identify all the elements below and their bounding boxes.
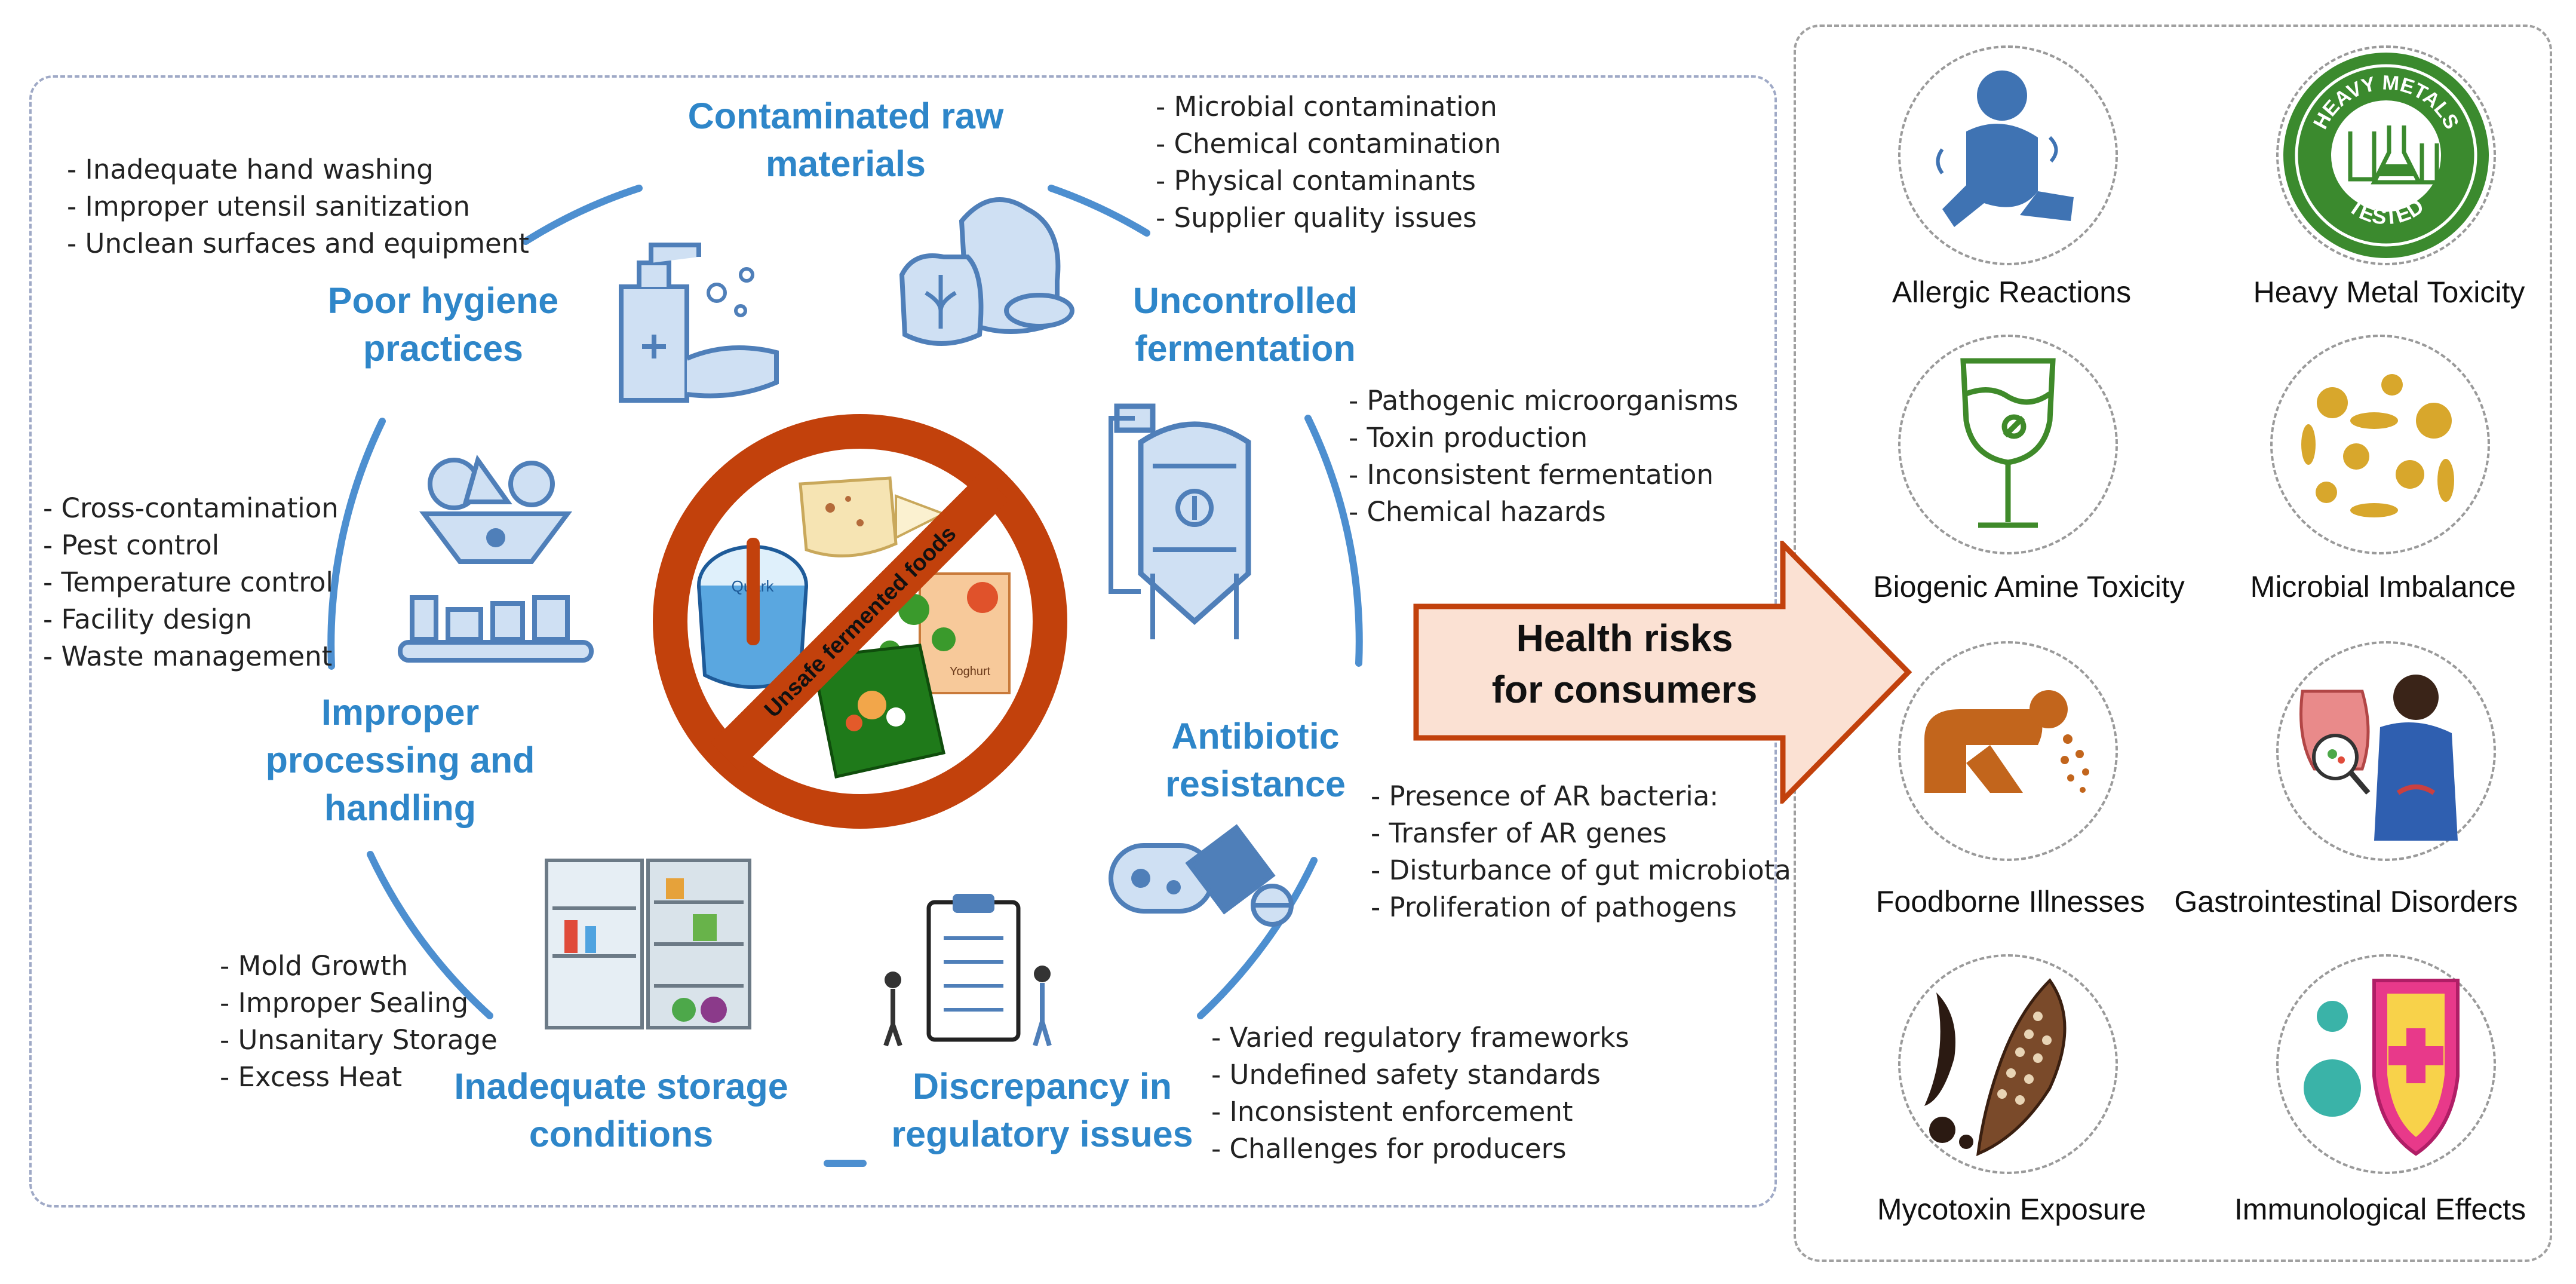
risk-label-immunological-effects: Immunological Effects (2234, 1193, 2526, 1226)
antibiotic-pills-bacteria-icon (1109, 824, 1294, 927)
ring-arc-right-upper (1304, 415, 1363, 667)
list-item: - Challenges for producers (1211, 1133, 1567, 1165)
list-item: - Inconsistent fermentation (1349, 459, 1714, 491)
svg-text:Yoghurt: Yoghurt (950, 665, 991, 678)
heading-poor-hygiene: Poor hygiene practices (327, 280, 559, 369)
health-risks-arrow (1413, 541, 1912, 804)
list-item: - Inconsistent enforcement (1211, 1096, 1573, 1127)
stomach-pain-icon (2299, 675, 2458, 841)
list-item: - Chemical hazards (1349, 496, 1606, 528)
list-item: - Chemical contamination (1156, 128, 1502, 160)
list-item: - Temperature control (43, 566, 333, 598)
risk-circle-biogenic-amine-toxicity (1898, 335, 2118, 554)
list-item: - Pest control (43, 529, 220, 561)
immune-shield-icon (2304, 979, 2460, 1156)
list-antibiotic-resistance: - Presence of AR bacteria: - Transfer of… (1371, 778, 1791, 926)
heading-antibiotic-resistance: Antibiotic resistance (1165, 716, 1346, 804)
compliance-clipboard-icon (883, 894, 1052, 1047)
unsafe-fermented-foods-ban: Quark Yoghurt Unsafe fermented foods (653, 414, 1067, 829)
risk-label-biogenic-amine-toxicity: Biogenic Amine Toxicity (1873, 570, 2185, 603)
risk-label-heavy-metal-toxicity: Heavy Metal Toxicity (2253, 275, 2525, 309)
list-item: - Undefined safety standards (1211, 1059, 1601, 1090)
list-item: - Cross-contamination (43, 492, 339, 524)
risk-circle-immunological-effects (2276, 954, 2496, 1174)
heading-improper-processing: Improper processing and handling (265, 692, 535, 828)
list-item: - Toxin production (1349, 422, 1588, 453)
heading-inadequate-storage: Inadequate storage conditions (454, 1066, 788, 1154)
risk-circle-foodborne-illnesses (1898, 641, 2118, 861)
wine-glass-icon (1960, 358, 2056, 528)
list-item: - Unsanitary Storage (220, 1024, 498, 1056)
yoghurt-carton-icon: Yoghurt (919, 572, 1011, 694)
list-item: - Improper utensil sanitization (67, 191, 471, 222)
cheese-icon (799, 476, 947, 557)
list-improper-processing: - Cross-contamination - Pest control - T… (43, 490, 339, 675)
microbes-icon (2301, 374, 2454, 517)
ring-arc-right-lower (1197, 857, 1318, 1019)
list-item: - Presence of AR bacteria: (1371, 780, 1719, 812)
list-item: - Pathogenic microorganisms (1349, 385, 1739, 416)
heading-discrepancy-regulatory: Discrepancy in regulatory issues (891, 1066, 1193, 1154)
risk-circle-microbial-imbalance (2270, 335, 2490, 554)
list-item: - Proliferation of pathogens (1371, 891, 1737, 923)
list-item: - Microbial contamination (1156, 91, 1497, 122)
list-item: - Unclean surfaces and equipment (67, 228, 529, 259)
open-refrigerator-icon (545, 859, 751, 1029)
moldy-corn-icon (1924, 978, 2067, 1157)
ring-arc-left-lower (367, 851, 493, 1019)
heading-uncontrolled-fermentation: Uncontrolled fermentation (1132, 280, 1358, 369)
list-item: - Inadequate hand washing (67, 154, 434, 185)
kimchi-bag-icon (810, 643, 945, 779)
risk-label-gastrointestinal-disorders: Gastrointestinal Disorders (2174, 885, 2518, 918)
risk-label-microbial-imbalance: Microbial Imbalance (2250, 570, 2516, 603)
list-item: - Waste management (43, 641, 333, 672)
heading-contaminated-raw-materials: Contaminated raw materials (687, 96, 1004, 184)
list-item: - Physical contaminants (1156, 165, 1476, 197)
health-risks-label: Health risks for consumers (1491, 617, 1758, 711)
flour-sacks-icon (899, 197, 1074, 346)
list-item: - Facility design (43, 603, 252, 635)
vomiting-person-icon (1924, 690, 2089, 793)
ring-arc-top-left (522, 185, 643, 245)
heavy-metals-badge-icon: HEAVY METALS TESTED (2283, 53, 2489, 258)
list-contaminated-raw-materials: - Microbial contamination - Chemical con… (1156, 88, 1501, 237)
risk-label-allergic-reactions: Allergic Reactions (1892, 275, 2132, 309)
list-item: - Supplier quality issues (1156, 202, 1477, 234)
fermentation-tank-icon (1109, 403, 1251, 639)
list-item: - Mold Growth (220, 950, 409, 982)
ring-arc-left-upper (327, 418, 386, 670)
risk-circle-heavy-metal-toxicity: HEAVY METALS TESTED (2276, 45, 2496, 265)
list-item: - Varied regulatory frameworks (1211, 1022, 1629, 1053)
quark-tub-icon: Quark (697, 538, 808, 689)
allergy-person-icon (1936, 71, 2074, 227)
risk-label-foodborne-illnesses: Foodborne Illnesses (1875, 885, 2145, 918)
list-item: - Disturbance of gut microbiota (1371, 854, 1791, 886)
list-inadequate-storage: - Mold Growth - Improper Sealing - Unsan… (220, 948, 498, 1096)
food-processing-line-icon (398, 454, 594, 663)
list-uncontrolled-fermentation: - Pathogenic microorganisms - Toxin prod… (1349, 382, 1739, 531)
list-discrepancy-regulatory: - Varied regulatory frameworks - Undefin… (1211, 1019, 1629, 1167)
soap-hand-wash-icon (619, 243, 779, 403)
list-item: - Improper Sealing (220, 987, 469, 1019)
risk-circle-gastrointestinal-disorders (2276, 641, 2496, 861)
risk-circle-mycotoxin-exposure (1898, 954, 2118, 1174)
list-item: - Transfer of AR genes (1371, 817, 1667, 849)
list-item: - Excess Heat (220, 1061, 403, 1093)
ring-arc-top-right (1048, 185, 1150, 237)
list-poor-hygiene: - Inadequate hand washing - Improper ute… (67, 151, 529, 262)
risk-circle-allergic-reactions (1898, 45, 2118, 265)
risk-label-mycotoxin-exposure: Mycotoxin Exposure (1877, 1193, 2147, 1226)
